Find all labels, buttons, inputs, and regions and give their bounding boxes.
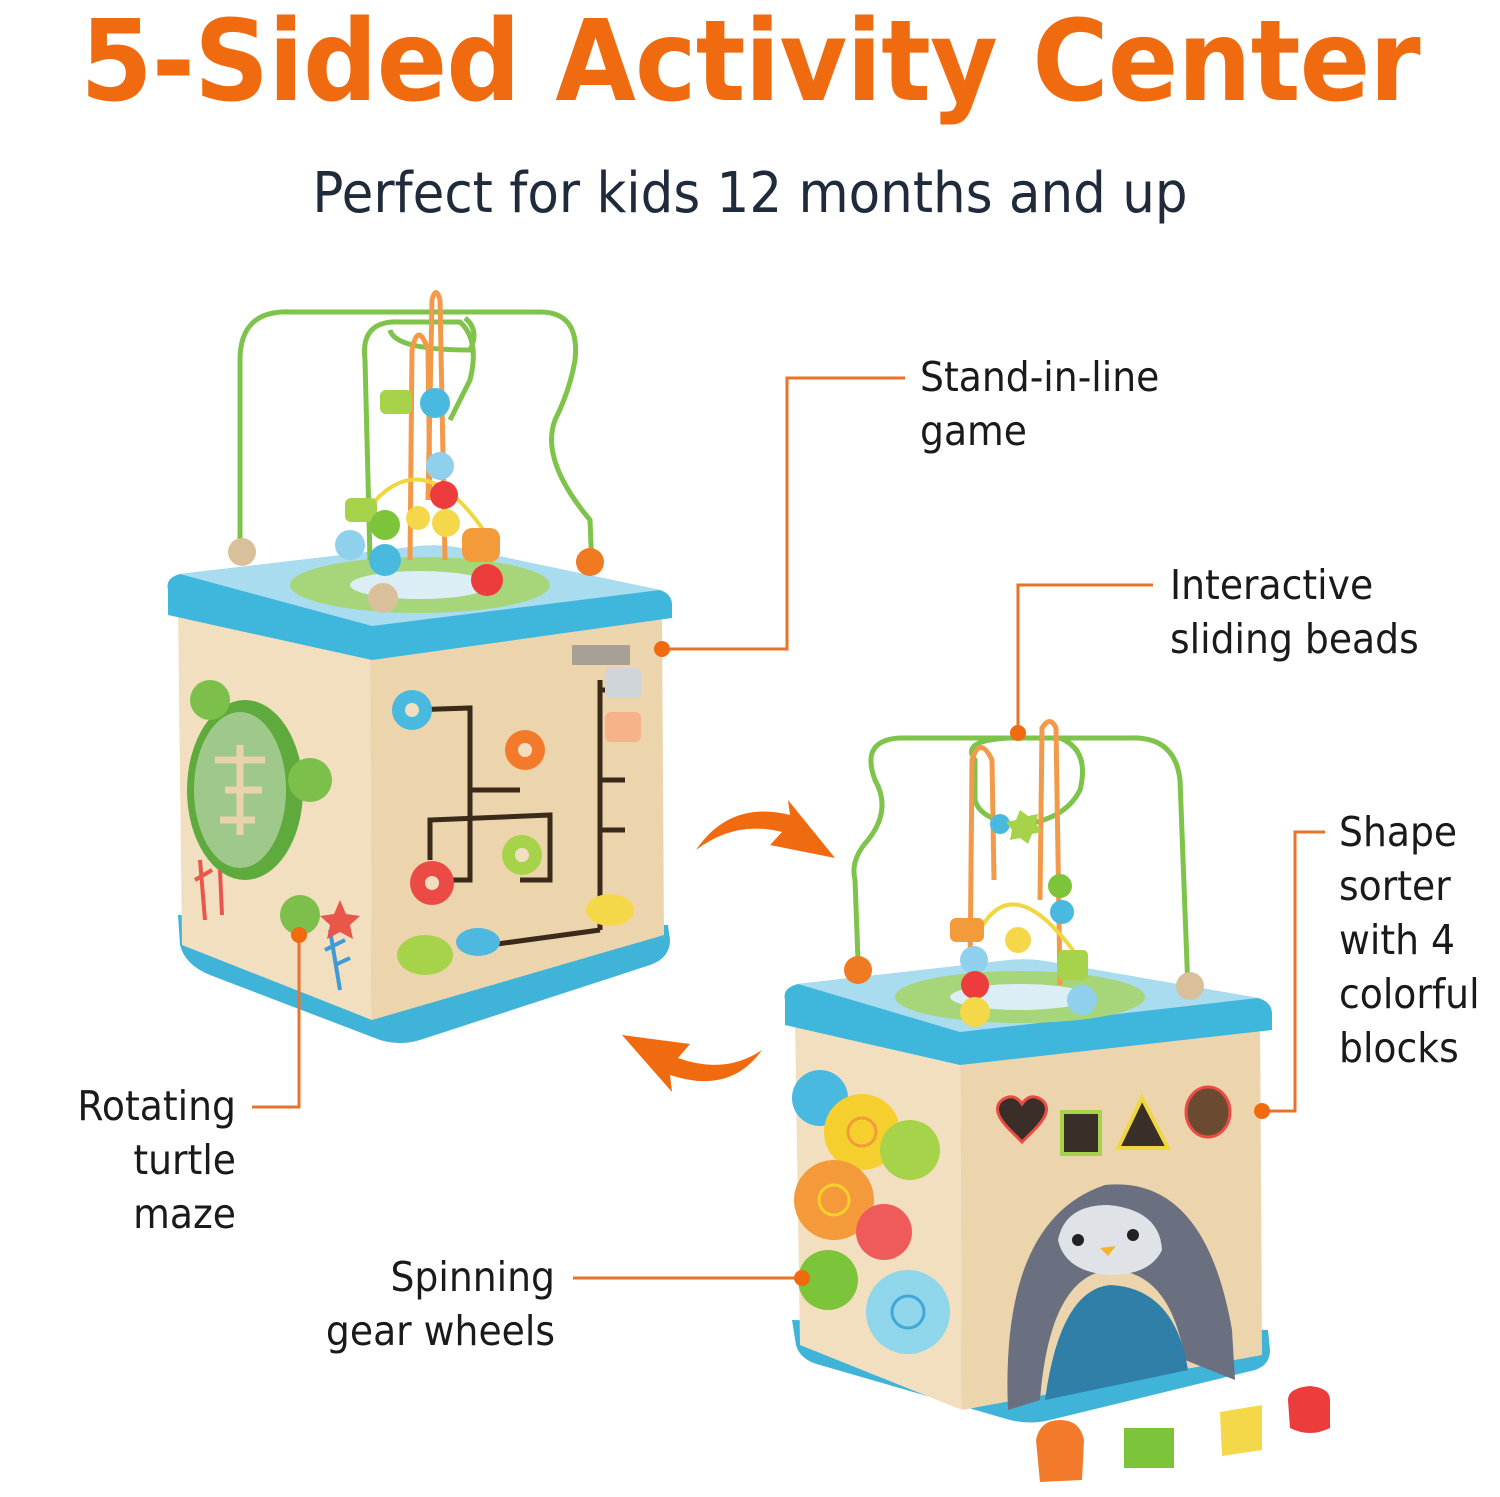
callout-line-sliding-beads <box>1016 583 1153 733</box>
callout-shape-sorter: Shape sorter with 4 colorful blocks <box>1339 805 1480 1075</box>
callout-text: blocks <box>1339 1024 1459 1072</box>
callout-stand-in-line: Stand-in-line game <box>920 350 1159 458</box>
callout-dot-shape-sorter <box>1254 1103 1270 1119</box>
callout-line-stand-in-line <box>662 376 905 651</box>
callout-text: sliding beads <box>1170 615 1419 663</box>
callout-line-turtle-maze <box>252 935 301 1109</box>
callout-dot-stand-in-line <box>654 641 670 657</box>
callout-text: gear wheels <box>325 1307 555 1355</box>
page-subtitle: Perfect for kids 12 months and up <box>312 161 1188 226</box>
callout-text: Stand-in-line <box>920 353 1160 401</box>
callout-text: turtle maze <box>133 1136 236 1238</box>
callout-text: Rotating <box>77 1082 237 1130</box>
callout-gear-wheels: Spinning gear wheels <box>326 1250 555 1358</box>
callout-line-shape-sorter <box>1262 830 1325 1113</box>
cube-left-image <box>167 290 672 1043</box>
callout-text: sorter <box>1339 862 1451 910</box>
callout-text: colorful <box>1339 970 1480 1018</box>
cube-right-image <box>784 719 1330 1482</box>
rotate-arrows-icon <box>622 800 835 1092</box>
callout-text: Shape <box>1339 808 1458 856</box>
callout-text: with 4 <box>1339 916 1456 964</box>
callout-dot-gear-wheels <box>794 1270 810 1286</box>
page-title: 5-Sided Activity Center <box>80 0 1420 127</box>
callout-text: Interactive <box>1170 561 1374 609</box>
callout-text: game <box>920 407 1028 455</box>
callout-dot-sliding-beads <box>1010 725 1026 741</box>
callout-turtle-maze: Rotating turtle maze <box>19 1079 236 1241</box>
callout-sliding-beads: Interactive sliding beads <box>1170 558 1419 666</box>
callout-dot-turtle-maze <box>291 927 307 943</box>
callout-text: Spinning <box>390 1253 555 1301</box>
